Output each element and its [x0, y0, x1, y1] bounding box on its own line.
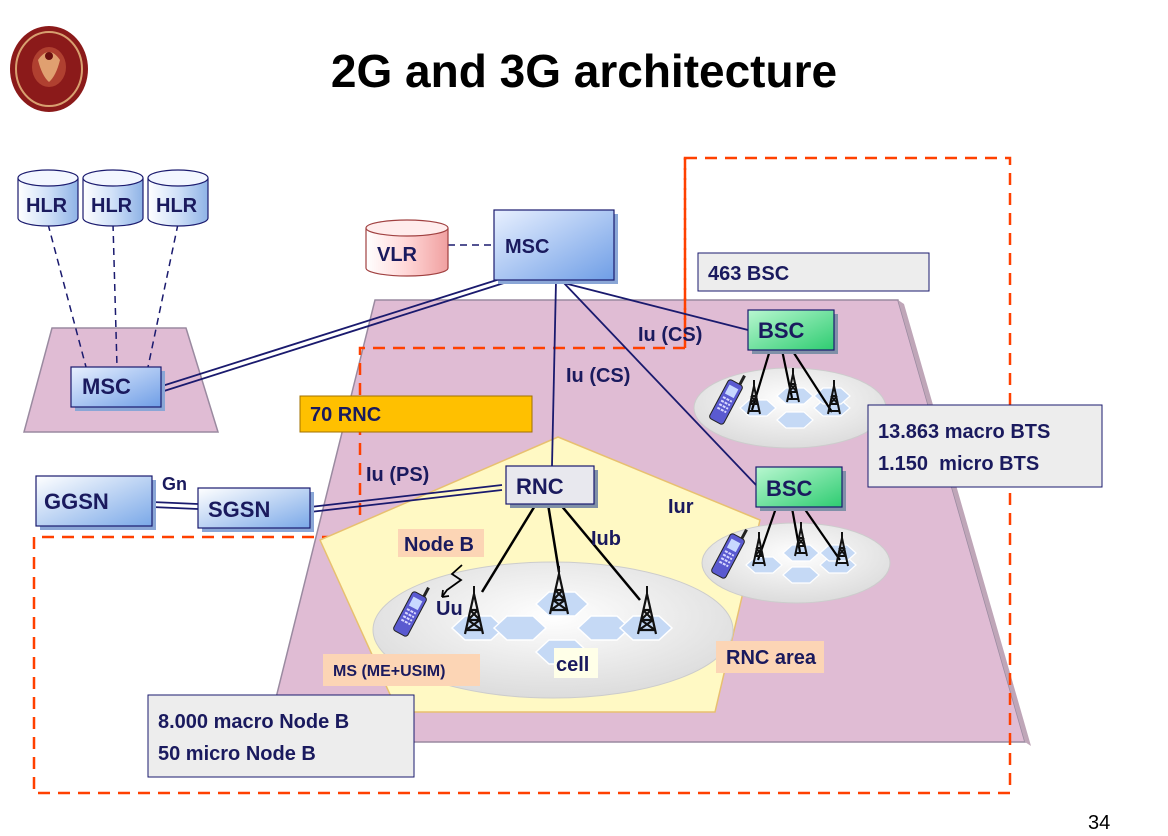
- vlr-database: [365, 219, 449, 277]
- bsc-mid-label: BSC: [766, 476, 813, 501]
- rnc-node: [505, 465, 595, 505]
- msc-left-label: MSC: [82, 374, 131, 399]
- iu-cs-label-1: Iu (CS): [638, 324, 702, 346]
- bsc-top-node: [747, 309, 835, 351]
- msc-top-node: [493, 209, 615, 281]
- bts-stats-box: [867, 404, 1103, 488]
- bsc-mid-node: [755, 466, 843, 508]
- bts-macro-label: 13.863 macro BTS: [878, 421, 1050, 443]
- rnc-count-box: [299, 395, 533, 433]
- rnc-area-label: RNC area: [726, 647, 817, 669]
- sgsn-node: [197, 487, 311, 529]
- bsc-count-label: 463 BSC: [708, 263, 789, 285]
- hlr-label-3: HLR: [156, 195, 198, 217]
- university-seal-logo: [8, 24, 90, 119]
- ms-label-bg: [323, 654, 480, 686]
- hlr-database-1: [17, 169, 79, 227]
- cell-label-bg: [554, 648, 598, 678]
- hlr-label-2: HLR: [91, 195, 133, 217]
- uu-label: Uu: [436, 598, 463, 620]
- nodeb-macro-label: 8.000 macro Node B: [158, 711, 349, 733]
- msc-left-node: [70, 366, 162, 408]
- hlr-database-3: [147, 169, 209, 227]
- node-b-label-bg: [398, 529, 484, 557]
- iu-ps-label: Iu (PS): [366, 464, 429, 486]
- sgsn-label: SGSN: [208, 497, 270, 522]
- cell-label: cell: [556, 654, 589, 676]
- msc-top-label: MSC: [505, 236, 549, 258]
- iu-cs-label-2: Iu (CS): [566, 365, 630, 387]
- ms-label: MS (ME+USIM): [333, 663, 445, 680]
- ggsn-node: [35, 475, 153, 527]
- bsc-top-label: BSC: [758, 318, 805, 343]
- slide-title: 2G and 3G architecture: [330, 45, 838, 97]
- gn-interface-label: Gn: [162, 474, 187, 494]
- hlr-database-2: [82, 169, 144, 227]
- bts-micro-label: 1.150 micro BTS: [878, 453, 1039, 475]
- iur-label: Iur: [668, 496, 694, 518]
- rnc-count-label: 70 RNC: [310, 404, 381, 426]
- node-b-label: Node B: [404, 534, 474, 556]
- bsc-count-box: [697, 252, 930, 292]
- nodeb-stats-box: [147, 694, 415, 778]
- ggsn-label: GGSN: [44, 489, 109, 514]
- rnc-label: RNC: [516, 474, 564, 499]
- nodeb-micro-label: 50 micro Node B: [158, 743, 316, 765]
- hlr-label-1: HLR: [26, 195, 68, 217]
- vlr-label: VLR: [377, 244, 418, 266]
- iub-label: Iub: [591, 528, 621, 550]
- rnc-area-label-bg: [716, 641, 824, 673]
- 2g-3g-dashed-boundary: [32, 156, 1012, 795]
- page-number: 34: [1088, 812, 1111, 834]
